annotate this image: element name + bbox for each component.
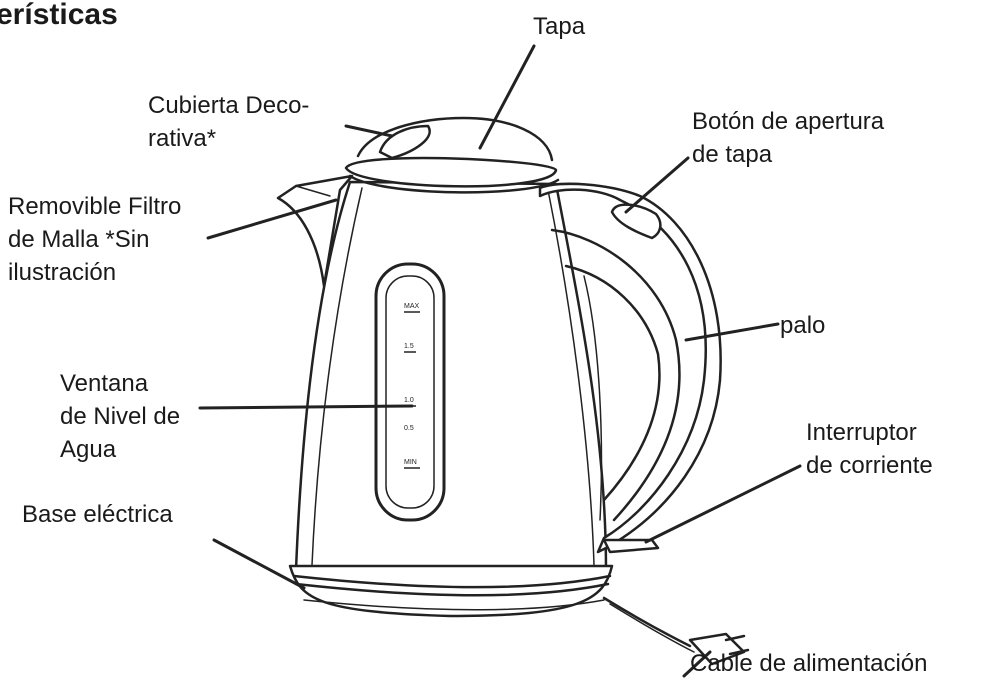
label-palo: palo: [780, 312, 826, 339]
scale-mark: 1.0: [404, 397, 414, 404]
section-title: erísticas: [0, 0, 118, 31]
leader-filtro: [206, 198, 338, 240]
leader-interruptor: [644, 464, 802, 544]
scale-mark: MAX: [404, 303, 420, 310]
label-tapa: Tapa: [533, 13, 586, 40]
leader-palo: [684, 322, 780, 342]
label-cubierta-decorativa: Cubierta Deco- rativa*: [148, 92, 310, 152]
scale-mark: 1.5: [404, 343, 414, 350]
label-filtro-malla: Removible Filtro de Malla *Sin ilustraci…: [8, 193, 182, 286]
label-interruptor: Interruptor de corriente: [806, 419, 933, 479]
scale-mark: 0.5: [404, 425, 414, 432]
water-level-window: [374, 262, 446, 522]
decorative-cover: [378, 124, 431, 160]
label-cable: Cable de alimentación: [690, 650, 928, 677]
leader-boton: [624, 156, 690, 214]
leader-base: [212, 538, 306, 590]
scale-mark: MIN: [404, 459, 417, 466]
lid-open-button: [610, 203, 662, 240]
leader-cable: [682, 650, 712, 678]
kettle-spout: [276, 174, 354, 288]
leader-cubierta: [344, 124, 394, 138]
power-cord: [602, 596, 692, 648]
power-switch: [602, 538, 660, 554]
electric-base: [288, 564, 614, 618]
label-base-electrica: Base eléctrica: [22, 501, 173, 528]
label-ventana-nivel: Ventana de Nivel de Agua: [60, 370, 181, 463]
label-boton-apertura: Botón de apertura de tapa: [692, 108, 885, 168]
leader-tapa: [478, 44, 536, 150]
leader-ventana: [198, 404, 414, 410]
kettle-body: [294, 180, 608, 572]
kettle-body-shade: [547, 189, 595, 566]
